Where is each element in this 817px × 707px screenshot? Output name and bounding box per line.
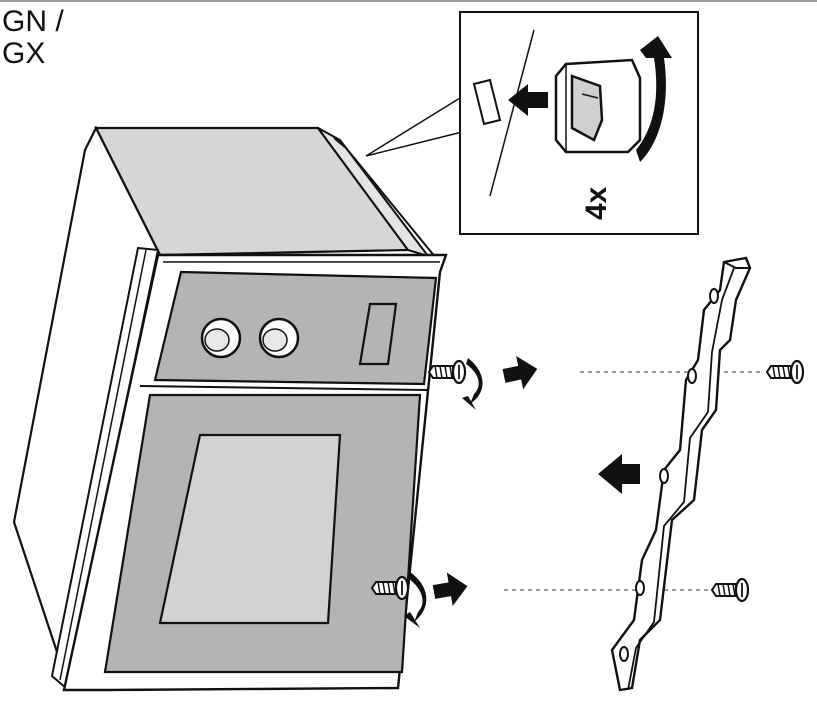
upper-left-screw-group	[427, 352, 541, 410]
model-label: GN / GX	[2, 6, 64, 70]
control-knob-right	[258, 317, 300, 359]
oven	[12, 125, 448, 692]
screw-icon	[710, 577, 750, 603]
clip-plate	[472, 78, 502, 126]
push-arrow-icon	[598, 454, 640, 494]
push-arrow-icon	[508, 84, 548, 116]
detail-inset: 4x	[459, 11, 699, 235]
mounting-rail	[610, 256, 752, 692]
lower-left-screw-group	[370, 569, 471, 628]
rotate-arrow-icon	[636, 36, 672, 162]
fixing-clip-icon	[554, 58, 642, 154]
repeat-count-label: 4x	[580, 186, 613, 220]
model-line-2: GX	[2, 37, 46, 70]
rotate-arrow-icon	[466, 358, 483, 404]
control-knob-left	[200, 317, 242, 359]
push-arrow-icon	[500, 352, 541, 393]
model-line-1: GN /	[2, 5, 64, 38]
top-rule	[0, 0, 817, 2]
screw-icon	[427, 359, 467, 385]
oven-window	[158, 433, 342, 625]
display-window	[358, 302, 398, 366]
screw-icon	[765, 359, 805, 385]
rotate-arrow-icon	[408, 572, 427, 622]
push-arrow-icon	[431, 569, 471, 609]
